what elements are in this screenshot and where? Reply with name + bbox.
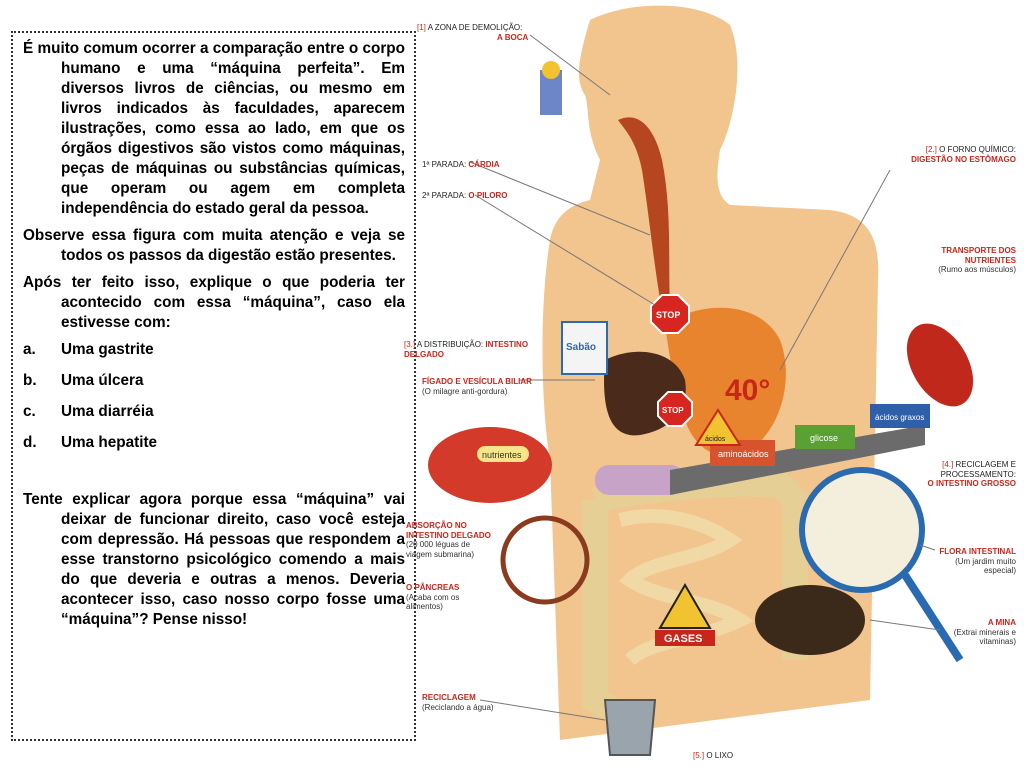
capillary-network <box>428 427 552 503</box>
gases-label: GASES <box>664 633 703 645</box>
truck-fatty-acids-label: ácidos graxos <box>875 413 924 422</box>
label-absorption: ABSORÇÃO NO INTESTINO DELGADO (20 000 lé… <box>406 521 491 559</box>
worker-helmet-icon <box>542 61 560 79</box>
paragraph-observe: Observe essa figura com muita atenção e … <box>23 227 405 264</box>
acid-warning-icon <box>694 408 742 446</box>
condition-list: a.Uma gastrite b.Uma úlcera c.Uma diarré… <box>23 340 405 453</box>
digestion-illustration: 40° nutrientes aminoácidos glicose ácido… <box>400 0 1024 768</box>
list-item: b.Uma úlcera <box>23 372 144 389</box>
list-item: a.Uma gastrite <box>23 341 154 358</box>
paragraph-depression: Tente explicar agora porque essa “máquin… <box>23 491 405 628</box>
list-item: c.Uma diarréia <box>23 403 154 420</box>
label-pancreas: O PÂNCREAS (Acaba com os alimentos) <box>406 583 460 611</box>
label-pylorus: 2ª PARADA: O PILORO <box>422 191 508 200</box>
paragraph-question: Após ter feito isso, explique o que pode… <box>23 274 405 331</box>
water-wheel-icon <box>500 515 590 605</box>
instruction-text-box: É muito comum ocorrer a comparação entre… <box>11 31 416 741</box>
nutrients-label: nutrientes <box>482 450 522 460</box>
label-transport: TRANSPORTE DOS NUTRIENTES (Rumo aos músc… <box>938 246 1016 274</box>
label-large-intestine: [4.] RECICLAGEM E PROCESSAMENTO: O INTES… <box>927 460 1016 488</box>
list-item: d.Uma hepatite <box>23 434 158 451</box>
trash-can-icon <box>603 699 657 756</box>
truck-glucose <box>795 425 855 449</box>
label-stomach: [2.] O FORNO QUÍMICO: DIGESTÃO NO ESTÔMA… <box>911 145 1016 164</box>
acid-label: ácidos <box>705 436 726 443</box>
stop-sign-cardia <box>650 294 690 334</box>
stop-sign-pylorus-label: STOP <box>662 406 684 415</box>
stop-sign-cardia-label: STOP <box>656 310 680 320</box>
magnifier-handle <box>901 572 964 663</box>
soap-label: Sabão <box>566 342 596 353</box>
conveyor-belt <box>670 425 925 495</box>
paragraph-intro: É muito comum ocorrer a comparação entre… <box>23 40 405 217</box>
stomach <box>665 307 786 456</box>
nutrients-capsule <box>477 446 529 462</box>
label-mouth: [1] A ZONA DE DEMOLIÇÃO: A BOCA <box>417 23 529 42</box>
truck-fatty-acids <box>870 404 930 428</box>
magnifier-lens <box>799 467 925 593</box>
mine-tunnel <box>755 585 865 655</box>
gases-warning-icon <box>658 583 712 629</box>
label-small-intestine: [3.] A DISTRIBUIÇÃO: INTESTINO DELGADO <box>404 340 529 359</box>
worker-figure <box>540 70 562 115</box>
label-flora: FLORA INTESTINAL (Um jardim muito especi… <box>939 547 1016 575</box>
label-recycling: RECICLAGEM (Reciclando a água) <box>422 693 494 712</box>
gases-plate <box>655 630 715 646</box>
digestive-system-drawing: 40° nutrientes aminoácidos glicose ácido… <box>428 5 974 756</box>
pointer-lines <box>469 34 941 721</box>
pancreas-pipe <box>595 465 685 495</box>
esophagus <box>618 117 682 330</box>
label-waste: [5.] O LIXO <box>693 751 734 760</box>
temperature-label: 40° <box>725 374 770 407</box>
label-cardia: 1ª PARADA: CÁRDIA <box>422 160 500 169</box>
truck-aminoacids-label: aminoácidos <box>718 449 769 459</box>
stop-sign-pylorus <box>657 391 693 427</box>
muscle-icon <box>906 323 974 407</box>
label-mine: A MINA (Extrai minerais e vitaminas) <box>953 618 1016 646</box>
truck-glucose-label: glicose <box>810 433 838 443</box>
soap-box <box>561 321 608 375</box>
label-liver: FÍGADO E VESÍCULA BILIAR (O milagre anti… <box>422 377 532 396</box>
